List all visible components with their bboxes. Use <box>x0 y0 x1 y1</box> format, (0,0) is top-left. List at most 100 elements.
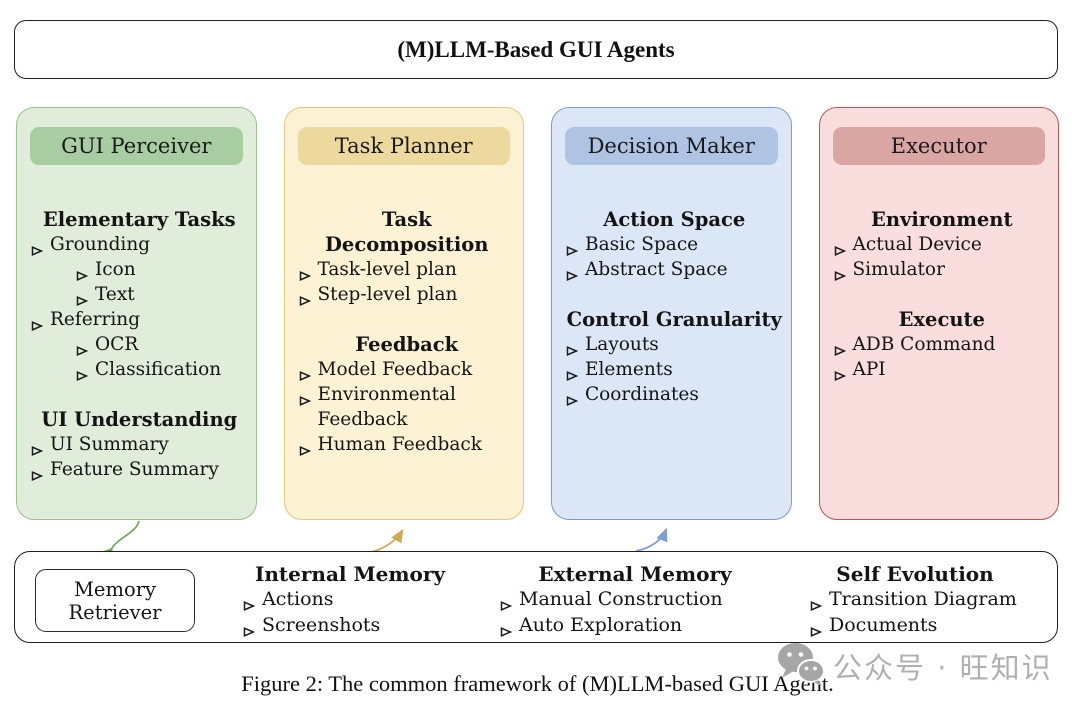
watermark-text: 公众号 · 旺知识 <box>833 651 1053 685</box>
list-item: Layouts <box>566 332 783 357</box>
section-environment: Environment Actual Device Simulator <box>834 207 1051 282</box>
arrowhead-bullet-icon <box>31 439 44 456</box>
section-heading: Action Space <box>603 208 746 231</box>
list-item: Documents <box>810 613 1035 639</box>
list-item-label: Manual Construction <box>519 588 723 610</box>
arrowhead-bullet-icon <box>31 464 44 481</box>
arrowhead-bullet-icon <box>299 439 311 456</box>
list-item: Step-level plan <box>299 282 516 307</box>
list-item: Grounding <box>31 232 248 257</box>
list-item-label: Coordinates <box>585 384 699 405</box>
list-item: Coordinates <box>566 382 783 407</box>
list-item-label: Transition Diagram <box>829 588 1017 610</box>
diagram-title: (M)LLM-Based GUI Agents <box>397 36 675 62</box>
arrowhead-bullet-icon <box>76 339 89 356</box>
list-item: Actions <box>243 587 475 613</box>
memory-group-heading: Self Evolution <box>836 562 994 586</box>
list-item-label: Basic Space <box>585 234 699 255</box>
arrowhead-bullet-icon <box>834 239 846 256</box>
arrowhead-bullet-icon <box>299 289 311 306</box>
column-task-planner: Task Planner Task Decomposition Task-lev… <box>283 107 524 520</box>
list-item: Human Feedback <box>299 432 516 457</box>
list-item: Model Feedback <box>299 357 516 382</box>
column-gui-perceiver: GUI Perceiver Elementary Tasks Grounding… <box>16 107 257 520</box>
section-elementary-tasks: Elementary Tasks Grounding Icon Text Ref… <box>31 207 248 382</box>
column-header-badge: Executor <box>832 127 1045 165</box>
column-header-label: Task Planner <box>334 134 473 158</box>
arrowhead-bullet-icon <box>299 389 311 406</box>
column-body: Elementary Tasks Grounding Icon Text Ref… <box>17 207 256 482</box>
arrowhead-bullet-icon <box>566 264 579 281</box>
list-item-label: Task-level plan <box>317 259 457 280</box>
list-item: OCR <box>31 332 248 357</box>
list-item: Actual Device <box>834 232 1051 257</box>
list-item-label: Human Feedback <box>317 434 482 455</box>
column-body: Action Space Basic Space Abstract Space … <box>552 207 791 407</box>
list-item: Manual Construction <box>500 587 785 613</box>
list-item-label: Step-level plan <box>317 284 458 305</box>
list-item-label: Elements <box>585 359 673 380</box>
memory-group-heading: Internal Memory <box>255 562 445 586</box>
watermark: 公众号 · 旺知识 <box>776 641 1053 691</box>
list-item-label: Simulator <box>852 259 945 280</box>
column-body: Environment Actual Device Simulator Exec… <box>820 207 1059 382</box>
arrowhead-bullet-icon <box>810 620 823 637</box>
list-item: Feature Summary <box>31 457 248 482</box>
list-item-label: Abstract Space <box>585 259 728 280</box>
memory-group-self-evolution: Self Evolution Transition Diagram Docume… <box>795 561 1035 638</box>
list-item-label: Icon <box>95 259 136 280</box>
title-box: (M)LLM-Based GUI Agents <box>14 20 1058 79</box>
list-item-label: Actual Device <box>852 234 982 255</box>
list-item: Environmental Feedback <box>299 382 516 432</box>
column-header-badge: GUI Perceiver <box>30 127 243 165</box>
column-body: Task Decomposition Task-level plan Step-… <box>285 207 524 457</box>
list-item: Screenshots <box>243 613 475 639</box>
memory-strip: Memory Retriever Internal Memory Actions… <box>14 551 1058 643</box>
arrow-memory-to-decision <box>635 527 668 552</box>
arrowhead-bullet-icon <box>76 289 89 306</box>
section-ui-understanding: UI Understanding UI Summary Feature Summ… <box>31 407 248 482</box>
list-item: Elements <box>566 357 783 382</box>
list-item: Abstract Space <box>566 257 783 282</box>
list-item-label: UI Summary <box>50 434 169 455</box>
arrowhead-bullet-icon <box>566 339 579 356</box>
columns-row: GUI Perceiver Elementary Tasks Grounding… <box>16 107 1059 520</box>
list-item-label: Screenshots <box>262 613 381 636</box>
arrowhead-bullet-icon <box>834 364 846 381</box>
list-item: Icon <box>31 257 248 282</box>
list-item-label: Actions <box>262 588 334 610</box>
arrowhead-bullet-icon <box>31 239 44 256</box>
arrowhead-bullet-icon <box>500 620 513 637</box>
column-header-label: Executor <box>890 134 987 158</box>
section-heading: Execute <box>898 308 985 331</box>
wechat-icon <box>776 641 826 691</box>
section-execute: Execute ADB Command API <box>834 307 1051 382</box>
arrowhead-bullet-icon <box>299 264 311 281</box>
list-item: Classification <box>31 357 248 382</box>
list-item: Text <box>31 282 248 307</box>
arrowhead-bullet-icon <box>834 339 846 356</box>
list-item-label: API <box>852 359 886 380</box>
section-heading: Feedback <box>355 333 459 356</box>
arrow-memory-to-planner <box>366 528 404 554</box>
arrowhead-bullet-icon <box>76 364 89 381</box>
list-item: ADB Command <box>834 332 1051 357</box>
list-item-label: Auto Exploration <box>519 613 683 636</box>
column-executor: Executor Environment Actual Device Simul… <box>818 107 1059 520</box>
memory-retriever-label: Memory Retriever <box>68 577 162 624</box>
column-header-badge: Task Planner <box>297 127 510 165</box>
memory-retriever-box: Memory Retriever <box>35 569 195 632</box>
arrowhead-bullet-icon <box>299 364 311 381</box>
list-item-label: Grounding <box>50 234 151 255</box>
list-item: Task-level plan <box>299 257 516 282</box>
section-task-decomposition: Task Decomposition Task-level plan Step-… <box>299 207 516 307</box>
memory-group-internal: Internal Memory Actions Screenshots <box>225 561 475 638</box>
list-item: Referring <box>31 307 248 332</box>
column-decision-maker: Decision Maker Action Space Basic Space … <box>551 107 792 520</box>
arrowhead-bullet-icon <box>243 594 256 611</box>
list-item: Simulator <box>834 257 1051 282</box>
figure-caption: Figure 2: The common framework of (M)LLM… <box>241 671 834 696</box>
list-item-label: OCR <box>95 334 139 355</box>
arrowhead-bullet-icon <box>566 389 579 406</box>
